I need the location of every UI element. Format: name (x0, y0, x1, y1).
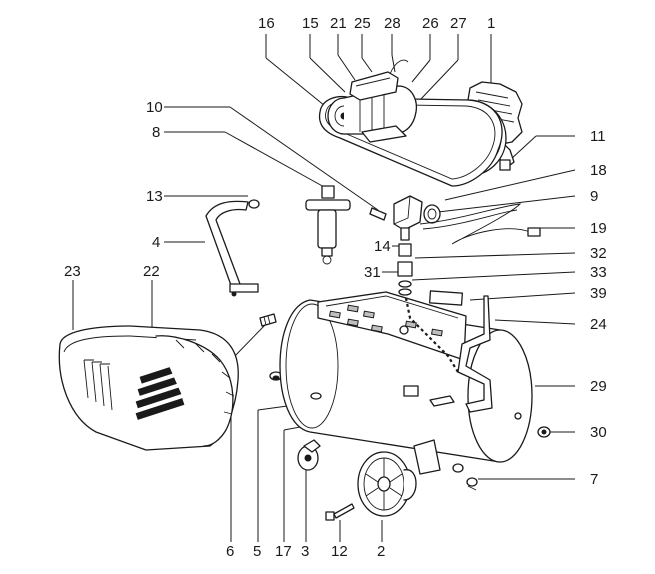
callout-1: 1 (487, 15, 495, 32)
callout-26: 26 (422, 15, 439, 32)
callout-8: 8 (152, 124, 160, 141)
nut-part-7 (452, 463, 478, 491)
callout-15: 15 (302, 15, 319, 32)
callout-5: 5 (253, 543, 261, 560)
callout-14: 14 (374, 238, 391, 255)
bolt-part-12 (325, 503, 355, 521)
callout-22: 22 (143, 263, 160, 280)
callout-3: 3 (301, 543, 309, 560)
callout-16: 16 (258, 15, 275, 32)
callout-6: 6 (226, 543, 234, 560)
power-cord-part-19 (419, 203, 541, 245)
nipple-part-14 (398, 243, 412, 257)
callout-23: 23 (64, 263, 81, 280)
plug-part-30 (537, 426, 551, 438)
wheel-part-2 (357, 451, 417, 517)
knob-part-9 (423, 204, 441, 224)
callout-9: 9 (590, 188, 598, 205)
callout-24: 24 (590, 316, 607, 333)
callout-29: 29 (590, 378, 607, 395)
fittings-part-31-32-33 (397, 261, 413, 296)
callout-13: 13 (146, 188, 163, 205)
callout-33: 33 (590, 264, 607, 281)
callout-7: 7 (590, 471, 598, 488)
callout-30: 30 (590, 424, 607, 441)
air-tank-part-29 (279, 290, 533, 475)
fitting-part-10 (369, 207, 387, 221)
callout-18: 18 (590, 162, 607, 179)
callout-10: 10 (146, 99, 163, 116)
callout-21: 21 (330, 15, 347, 32)
belt-guard-back-part-22 (155, 335, 235, 447)
pressure-switch-part-18 (393, 195, 423, 241)
caster-part-3 (297, 439, 321, 471)
callout-39: 39 (590, 285, 607, 302)
callout-12: 12 (331, 543, 348, 560)
electric-motor-part-15 (327, 59, 418, 143)
callout-25: 25 (354, 15, 371, 32)
callout-27: 27 (450, 15, 467, 32)
callout-4: 4 (152, 234, 160, 251)
callout-11: 11 (590, 128, 606, 145)
callout-2: 2 (377, 543, 385, 560)
callout-32: 32 (590, 245, 607, 262)
handle-part-4 (205, 200, 259, 297)
check-valve-part-8 (305, 185, 351, 265)
fitting-part-6 (259, 313, 277, 327)
callout-17: 17 (275, 543, 292, 560)
foot-small (310, 392, 322, 400)
callout-19: 19 (590, 220, 607, 237)
callout-28: 28 (384, 15, 401, 32)
callout-31: 31 (364, 264, 381, 281)
callout-labels: 16 15 21 25 28 26 27 1 10 8 13 4 14 31 1… (64, 15, 607, 560)
cap-part-13 (248, 199, 260, 209)
